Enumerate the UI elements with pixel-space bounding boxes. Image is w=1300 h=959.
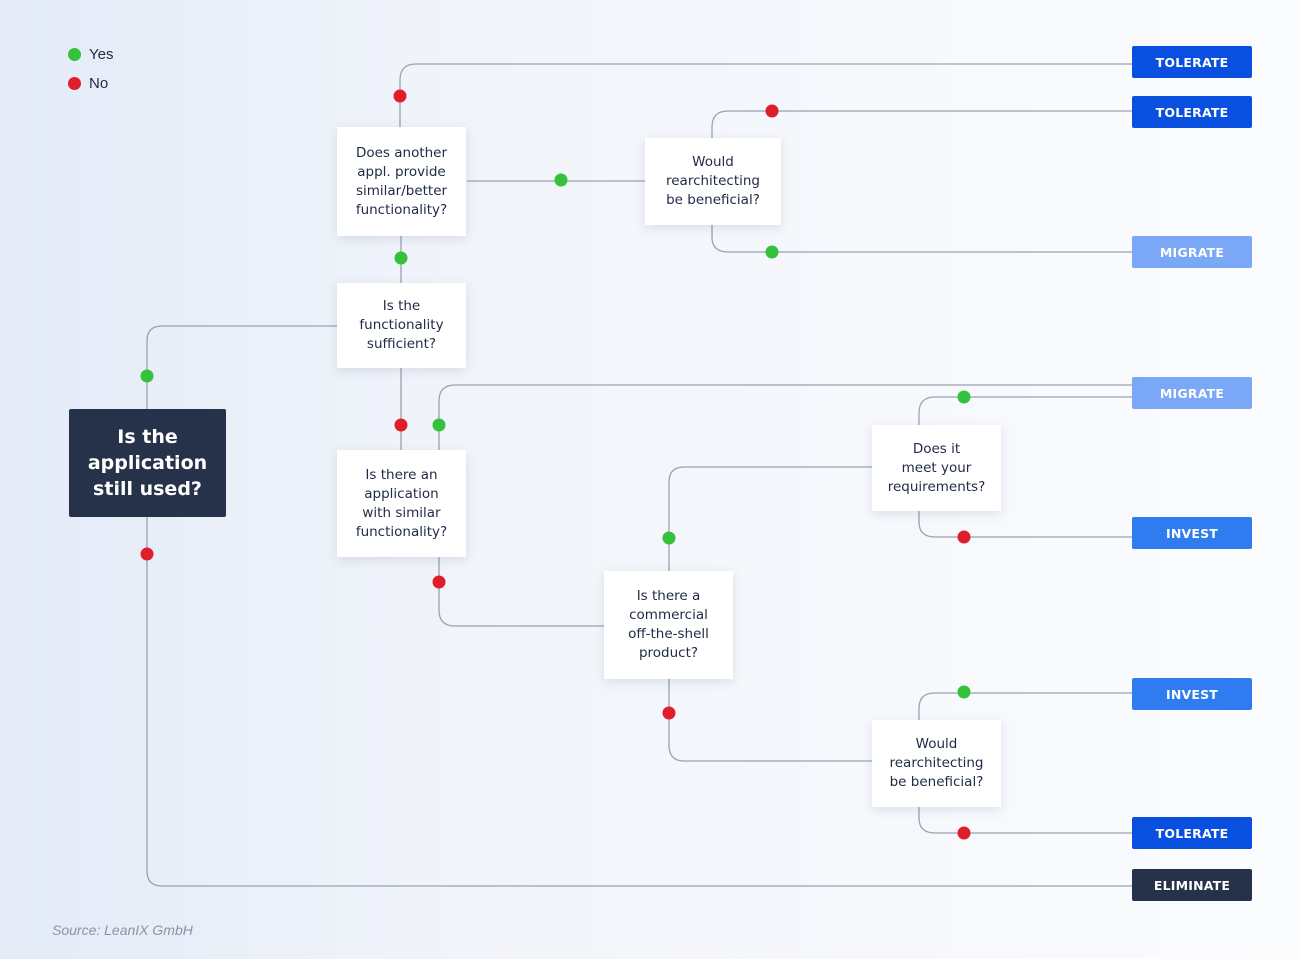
question-another-appl: Does another appl. provide similar/bette… [337,127,466,236]
legend-yes-label: Yes [89,46,114,63]
yes-dot [957,685,971,699]
yes-dot [957,390,971,404]
legend-yes: Yes [68,46,113,63]
no-dot [393,89,407,103]
outcome-migrate: MIGRATE [1132,377,1252,409]
no-dot [140,547,154,561]
no-dot [394,418,408,432]
legend-no-label: No [89,75,109,92]
green-dot-icon [68,48,81,61]
no-dot [957,826,971,840]
outcome-invest: INVEST [1132,678,1252,710]
outcome-tolerate: TOLERATE [1132,96,1252,128]
root-question: Is the application still used? [69,409,226,517]
no-dot [957,530,971,544]
source-credit: Source: LeanIX GmbH [52,922,193,938]
no-dot [765,104,779,118]
yes-dot [662,531,676,545]
yes-dot [140,369,154,383]
question-commercial-product: Is there a commercial off-the-shell prod… [604,571,733,679]
yes-dot [394,251,408,265]
outcome-migrate: MIGRATE [1132,236,1252,268]
yes-dot [554,173,568,187]
red-dot-icon [68,77,81,90]
question-functionality-sufficient: Is the functionality sufficient? [337,283,466,368]
question-rearchitecting-bottom: Would rearchitecting be beneficial? [872,720,1001,807]
question-rearchitecting-top: Would rearchitecting be beneficial? [645,138,781,225]
outcome-tolerate: TOLERATE [1132,46,1252,78]
yes-dot [765,245,779,259]
no-dot [662,706,676,720]
outcome-tolerate: TOLERATE [1132,817,1252,849]
outcome-eliminate: ELIMINATE [1132,869,1252,901]
question-meets-requirements: Does it meet your requirements? [872,425,1001,511]
yes-dot [432,418,446,432]
outcome-invest: INVEST [1132,517,1252,549]
legend-no: No [68,75,108,92]
question-similar-application: Is there an application with similar fun… [337,450,466,557]
no-dot [432,575,446,589]
